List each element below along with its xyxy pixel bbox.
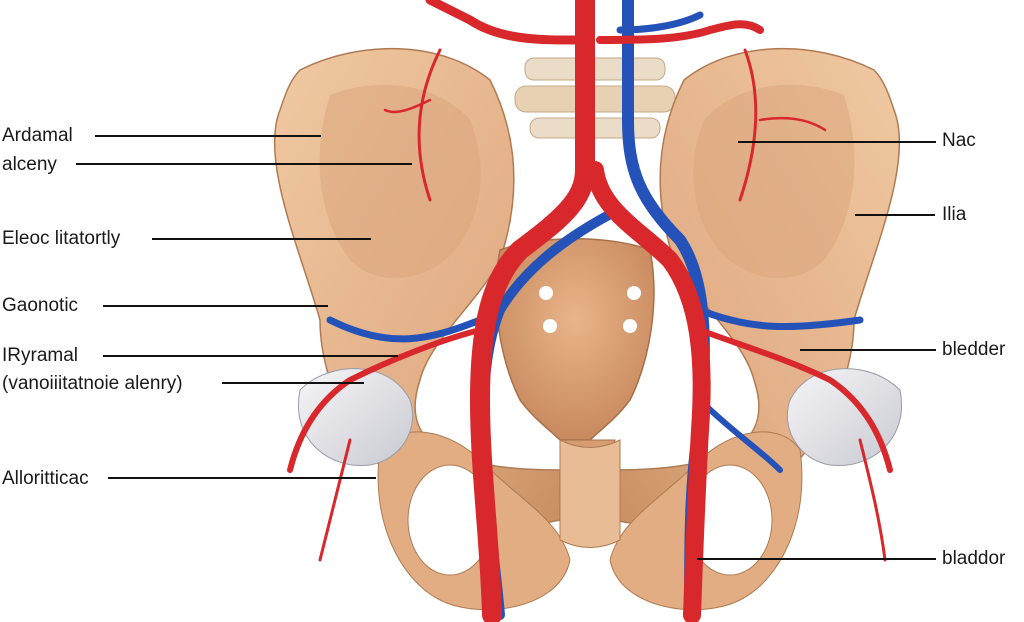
label-ilia: Ilia (942, 204, 967, 225)
label-gaonotic: Gaonotic (2, 295, 79, 316)
label-alloritticac: Alloritticac (2, 468, 89, 489)
leader-line-ilia (855, 214, 935, 216)
label-bladdor: bladdor (942, 548, 1006, 569)
left-iliac-inner (319, 84, 481, 279)
leader-line-alceny (76, 163, 412, 165)
label-vanoiiitatnoie: (vanoiiitatnoie alenry) (2, 373, 183, 394)
label-ardamal: Ardamal (2, 125, 73, 146)
leader-line-iryramal (103, 355, 398, 357)
leader-line-gaonotic (103, 305, 328, 307)
pubic-symphysis (559, 439, 621, 548)
sacral-foramina (539, 286, 641, 333)
label-bledder: bledder (942, 339, 1006, 360)
sacrum (495, 238, 655, 441)
leader-line-bladdor (697, 558, 936, 560)
leader-line-alloritticac (108, 477, 376, 479)
label-eleoc: Eleoc lіtаtоrtly (2, 228, 121, 249)
leader-line-eleoc (152, 238, 371, 240)
leader-line-nac (738, 141, 936, 143)
label-iryramal: IRyramal (2, 345, 79, 366)
left-acetabulum-cartilage (298, 368, 414, 467)
leader-line-bledder (800, 349, 936, 351)
leader-line-vanoiiitatnoie (222, 382, 364, 384)
arterial-system (287, 0, 893, 622)
label-nac: Nac (942, 130, 976, 151)
leader-line-ardamal (95, 135, 321, 137)
label-alceny: alceny (2, 154, 57, 175)
right-iliac-inner (693, 84, 855, 279)
